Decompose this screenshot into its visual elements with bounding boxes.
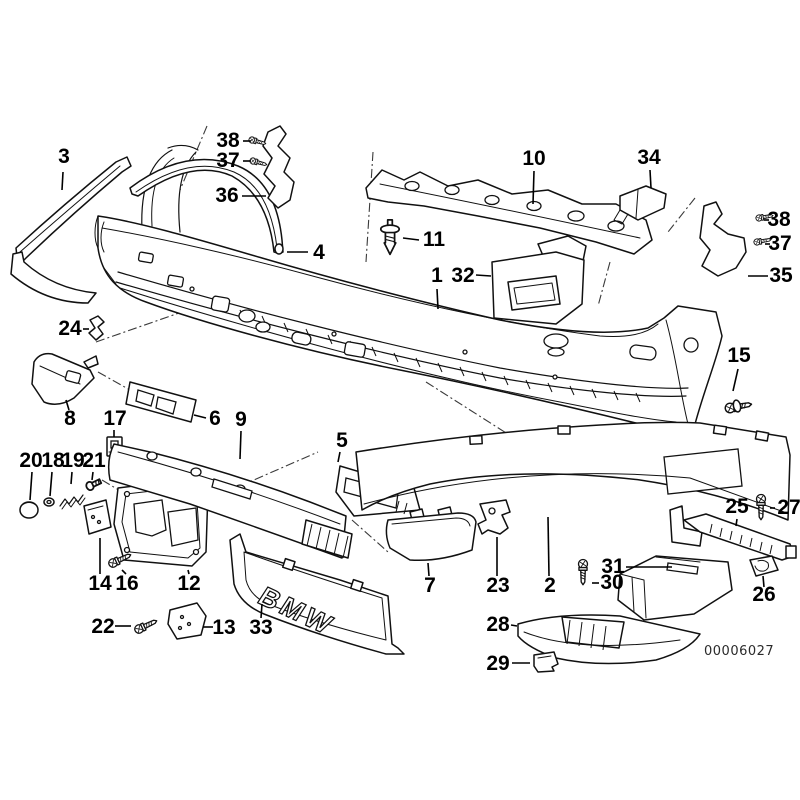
- callout-21[interactable]: 21: [82, 449, 106, 472]
- callout-29[interactable]: 29: [486, 652, 509, 675]
- part-35-bracket: [699, 201, 747, 277]
- leader-line-16: [121, 569, 127, 575]
- part-32-bracket: [491, 235, 587, 325]
- leader-line-19: [70, 471, 73, 485]
- part-29-clip: [533, 651, 559, 673]
- leader-line-25: [735, 518, 738, 527]
- fastener-21-bolt: [84, 476, 104, 493]
- leader-line-20: [29, 471, 33, 501]
- diagram-id-code: 00006027: [704, 644, 774, 659]
- fastener-20-cap: [19, 501, 39, 519]
- leader-line-33: [260, 603, 263, 619]
- part-14-pad: [83, 499, 112, 535]
- callout-10[interactable]: 10: [522, 147, 545, 170]
- callout-2[interactable]: 2: [544, 574, 556, 597]
- callout-9[interactable]: 9: [235, 408, 247, 431]
- part-1-bumper-cover: [94, 215, 723, 431]
- callout-38[interactable]: 38: [216, 129, 240, 152]
- callout-30[interactable]: 30: [600, 571, 623, 594]
- callout-8[interactable]: 8: [64, 407, 76, 430]
- callout-15[interactable]: 15: [727, 344, 751, 367]
- fastener-18-grommet: [43, 497, 55, 507]
- part-23-bracket: [477, 499, 511, 535]
- leader-line-3: [61, 171, 64, 191]
- callout-23[interactable]: 23: [486, 574, 509, 597]
- part-2-lower-molding: [355, 421, 791, 521]
- callout-37[interactable]: 37: [216, 149, 239, 172]
- leader-line-28: [510, 624, 518, 627]
- leader-line-7: [427, 562, 430, 577]
- callout-13[interactable]: 13: [212, 616, 235, 639]
- callout-6[interactable]: 6: [209, 407, 221, 430]
- leader-line-1: [436, 288, 439, 310]
- part-24-clip: [88, 315, 105, 341]
- part-10-carrier: [365, 169, 653, 255]
- callout-34[interactable]: 34: [637, 146, 661, 169]
- callout-18[interactable]: 18: [41, 449, 65, 472]
- callout-16[interactable]: 16: [115, 572, 138, 595]
- part-9-lower-grille: [107, 443, 353, 559]
- leader-line-34: [649, 169, 652, 189]
- callout-22[interactable]: 22: [91, 615, 114, 638]
- screw-37-top-icon: [248, 156, 269, 169]
- part-7-flap: [385, 506, 477, 562]
- leader-line-2: [547, 516, 550, 577]
- leader-line-6: [193, 414, 207, 419]
- part-36-bracket: [262, 125, 295, 209]
- callout-20[interactable]: 20: [19, 449, 42, 472]
- callout-35[interactable]: 35: [769, 264, 793, 287]
- callout-36[interactable]: 36: [215, 184, 238, 207]
- leader-line-5: [337, 451, 341, 463]
- callout-5[interactable]: 5: [336, 429, 348, 452]
- callout-3[interactable]: 3: [58, 145, 70, 168]
- callout-12[interactable]: 12: [177, 572, 200, 595]
- rivet-11-icon: [379, 219, 401, 256]
- callout-17[interactable]: 17: [103, 407, 126, 430]
- callout-1[interactable]: 1: [431, 264, 443, 287]
- leader-line-21: [91, 471, 94, 481]
- callout-32[interactable]: 32: [451, 264, 474, 287]
- leader-line-12: [187, 569, 190, 575]
- part-3-trim-strip: [10, 156, 132, 304]
- leader-line-11: [402, 237, 420, 241]
- part-34-bracket: [613, 185, 667, 225]
- screw-22-icon: [132, 616, 160, 636]
- part-28-spoiler-lip: [517, 614, 701, 665]
- callout-33[interactable]: 33: [249, 616, 272, 639]
- callout-38[interactable]: 38: [767, 208, 791, 231]
- leader-line-15: [732, 368, 739, 392]
- leader-line-32: [475, 274, 492, 277]
- screw-30-icon: [577, 558, 589, 586]
- callout-4[interactable]: 4: [313, 241, 325, 264]
- leader-line-18: [49, 471, 53, 497]
- callout-26[interactable]: 26: [752, 583, 775, 606]
- part-31-air-duct: [617, 555, 733, 621]
- leader-line-10: [532, 170, 535, 205]
- callout-27[interactable]: 27: [777, 496, 800, 519]
- callout-37[interactable]: 37: [768, 232, 791, 255]
- leader-line-26: [762, 575, 765, 588]
- callout-25[interactable]: 25: [725, 495, 749, 518]
- part-6-insert: [125, 381, 197, 423]
- part-26-clip: [749, 555, 779, 577]
- callout-7[interactable]: 7: [424, 574, 436, 597]
- part-13-plate: [167, 602, 207, 640]
- callout-28[interactable]: 28: [486, 613, 510, 636]
- callout-24[interactable]: 24: [58, 317, 82, 340]
- fastener-19-spring: [59, 494, 86, 510]
- callout-11[interactable]: 11: [423, 228, 446, 251]
- part-25-rail: [669, 505, 797, 561]
- callout-19[interactable]: 19: [61, 449, 84, 472]
- part-12-plate-base: [113, 477, 209, 567]
- leader-line-8: [65, 399, 70, 411]
- callout-31[interactable]: 31: [601, 555, 625, 578]
- callout-14[interactable]: 14: [88, 572, 112, 595]
- bolt-15-icon: [723, 398, 754, 415]
- leader-line-9: [239, 430, 242, 460]
- part-4-molding: [129, 144, 284, 255]
- part-8-cover: [31, 352, 99, 405]
